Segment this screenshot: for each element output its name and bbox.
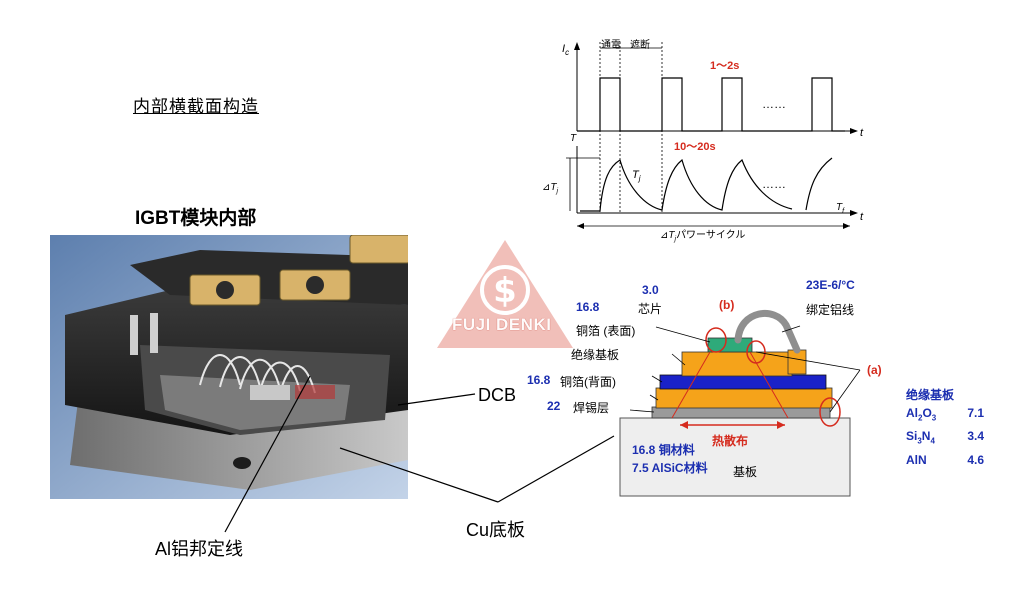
base-plate: [619, 417, 851, 497]
igbt-module-photo: [50, 235, 408, 499]
copper-pad: [787, 349, 807, 375]
table-row: AlN 4.6: [906, 452, 984, 467]
dots-bottom: ……: [762, 177, 786, 191]
solder-layer: [651, 406, 831, 419]
cte-cu-bottom-value: 16.8: [527, 373, 551, 387]
table-row: Si3N4 3.4: [906, 429, 984, 446]
heat-spread-label: 热散布: [712, 434, 749, 448]
base-alsic-text: 7.5 AlSiC材料: [632, 461, 708, 475]
temp-period-label: 10～20s: [674, 141, 716, 153]
power-cycle-label: ⊿Tjパワーサイクル: [660, 229, 745, 243]
insulation-label: 绝缘基板: [571, 348, 620, 362]
table-row: Al2O3 7.1: [906, 406, 984, 423]
ic-axis-label: Ic: [562, 43, 569, 57]
substrate-table-title: 绝缘基板: [906, 388, 955, 402]
top-left-t: T: [570, 133, 577, 144]
cu-baseplate-label: Cu底板: [466, 520, 526, 540]
cu-top-label: 铜箔 (表面): [576, 324, 636, 338]
bond-wire: [734, 309, 801, 354]
cu-bottom-label: 铜箔(背面): [560, 375, 616, 389]
substrate-cte-table: 绝缘基板 Al2O3 7.1 Si3N4 3.4 AlN 4.6: [906, 386, 984, 469]
period-label: 1～2s: [710, 60, 739, 72]
watermark-text: FUJI DENKI: [452, 315, 552, 334]
al-bond-wire-label: Al铝邦定线: [155, 539, 244, 559]
cross-section-diagram: [619, 309, 861, 497]
dcb-label: DCB: [478, 385, 517, 405]
power-cycle-waveform: Ic t 通電 遮断 1～2s …… T t 10～20s …… Tj ⊿Tj …: [542, 38, 864, 243]
base-label: 基板: [733, 465, 758, 479]
insulating-substrate: [659, 374, 827, 390]
cte-wire-value: 23E-6/°C: [806, 278, 855, 292]
tj-label: Tj: [632, 169, 641, 183]
chip-label: 芯片: [638, 302, 663, 316]
b-marker: (b): [719, 298, 735, 312]
svg-text:$: $: [493, 271, 517, 311]
wire-label: 绑定铝线: [806, 303, 855, 317]
t-axis-label-top: t: [860, 127, 864, 139]
section-title: 内部横截面构造: [133, 97, 259, 116]
tf-label: Tf: [836, 202, 845, 215]
on-label: 通電: [601, 39, 621, 51]
a-marker: (a): [867, 363, 882, 377]
module-title: IGBT模块内部: [135, 208, 257, 229]
dots-top: ……: [762, 97, 786, 111]
solder-label: 焊锡层: [573, 401, 610, 415]
cte-cu-top-value: 16.8: [576, 300, 600, 314]
off-label: 遮断: [630, 38, 650, 51]
copper-top: [681, 351, 793, 377]
fuji-denki-logo: $: [437, 240, 573, 348]
cte-chip-value: 3.0: [642, 283, 659, 297]
delta-tj-label: ⊿Tj: [542, 182, 559, 195]
copper-back: [655, 387, 833, 409]
cte-solder-value: 22: [547, 399, 561, 413]
t-axis-label-bottom: t: [860, 211, 864, 223]
chip: [707, 337, 753, 353]
base-cu-text: 16.8 铜材料: [632, 443, 695, 457]
